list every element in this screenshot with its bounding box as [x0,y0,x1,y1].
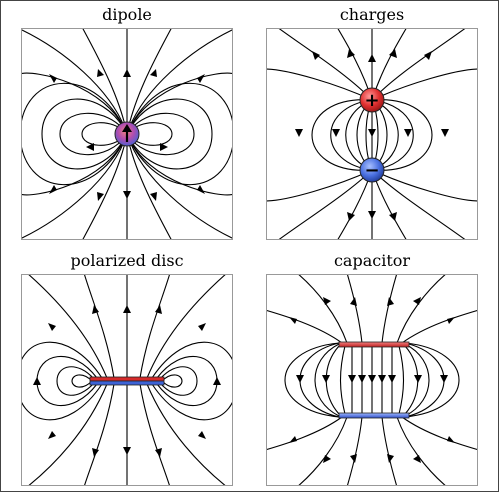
dipole-field-lines [22,29,232,239]
panel-dipole [21,28,233,240]
disc-negative-face [89,380,165,386]
capacitor-negative-plate [338,412,410,419]
negative-charge-symbol: − [364,160,379,181]
panel-capacitor [266,274,478,486]
positive-charge-symbol: + [364,90,379,111]
title-dipole: dipole [102,5,152,24]
dipole-arrow-icon [122,124,132,142]
positive-charge [359,87,385,113]
disc-positive-face [89,376,165,382]
negative-charge [359,157,385,183]
title-charges: charges [339,5,405,24]
title-polarized-disc: polarized disc [70,251,184,270]
charges-field-lines: + − [267,29,477,239]
capacitor-field-lines [267,275,477,485]
disc-field-lines [22,275,232,485]
capacitor-positive-plate [338,341,410,348]
panel-charges: + − [266,28,478,240]
panel-polarized-disc [21,274,233,486]
title-capacitor: capacitor [333,251,411,270]
